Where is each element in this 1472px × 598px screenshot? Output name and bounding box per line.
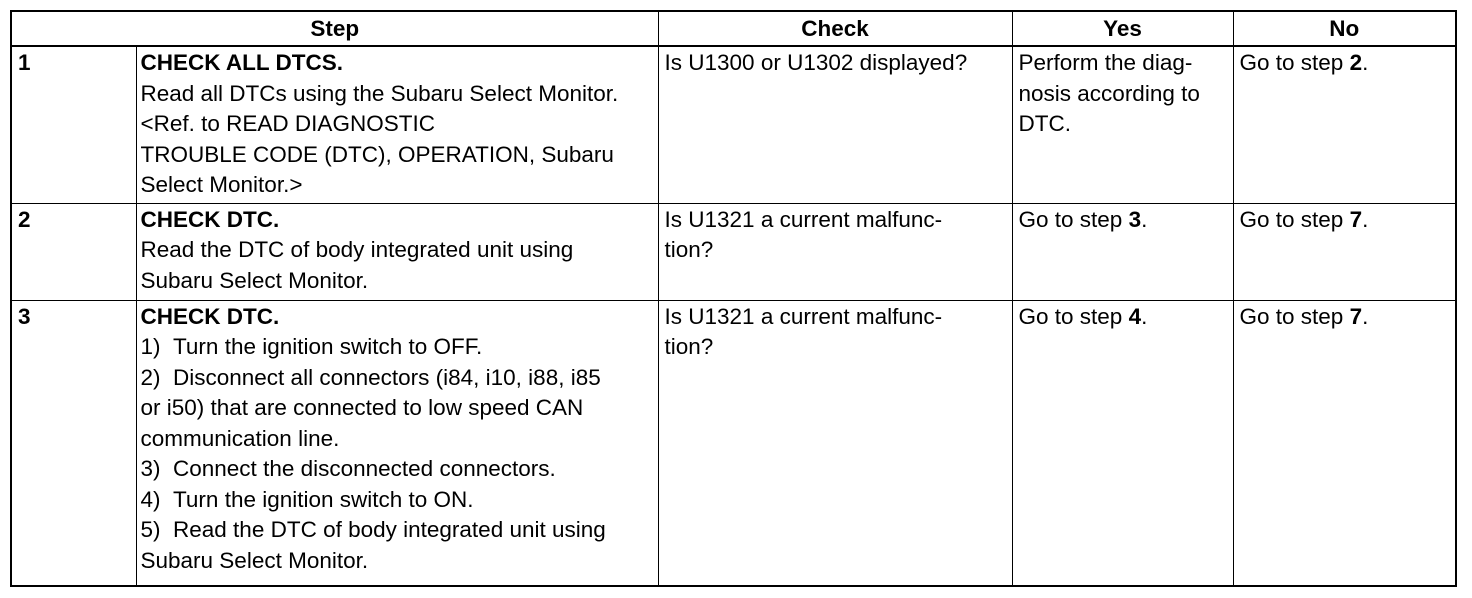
step-line: or i50) that are connected to low speed … bbox=[140, 395, 584, 420]
step-line: communication line. bbox=[140, 425, 340, 451]
check-line: Is U1321 a current malfunc- bbox=[664, 303, 943, 329]
no-step-ref: 7 bbox=[1349, 303, 1363, 329]
step-number: 2 bbox=[10, 202, 137, 301]
step-description: CHECK DTC. Read the DTC of body integrat… bbox=[135, 202, 659, 301]
check-line: tion? bbox=[664, 237, 714, 262]
no-suffix: . bbox=[1362, 50, 1369, 75]
header-check: Check bbox=[657, 10, 1013, 47]
step-title: CHECK DTC. bbox=[140, 303, 280, 329]
no-cell: Go to step 7. bbox=[1232, 202, 1457, 301]
yes-prefix: Go to step bbox=[1018, 303, 1129, 329]
step-line: 2) Disconnect all connectors (i84, i10, … bbox=[140, 364, 601, 390]
yes-prefix: Go to step bbox=[1018, 206, 1129, 232]
no-cell: Go to step 7. bbox=[1232, 299, 1457, 587]
yes-step-ref: 3 bbox=[1128, 206, 1142, 232]
header-step: Step bbox=[10, 10, 659, 47]
step-number: 3 bbox=[10, 299, 137, 587]
yes-suffix: . bbox=[1141, 206, 1148, 232]
no-prefix: Go to step bbox=[1239, 50, 1350, 75]
table-row: 2 CHECK DTC. Read the DTC of body integr… bbox=[10, 202, 1457, 301]
check-line: tion? bbox=[664, 334, 714, 359]
step-line: <Ref. to READ DIAGNOSTIC bbox=[140, 111, 435, 136]
step-line: Read all DTCs using the Subaru Select Mo… bbox=[140, 80, 619, 106]
check-line: Is U1300 or U1302 displayed? bbox=[664, 50, 968, 75]
yes-cell: Perform the diag- nosis according to DTC… bbox=[1011, 45, 1234, 204]
step-line: Subaru Select Monitor. bbox=[140, 547, 369, 573]
no-step-ref: 7 bbox=[1349, 206, 1363, 232]
no-suffix: . bbox=[1362, 303, 1369, 329]
step-line: 5) Read the DTC of body integrated unit … bbox=[140, 517, 606, 542]
header-yes: Yes bbox=[1011, 10, 1234, 47]
no-prefix: Go to step bbox=[1239, 206, 1350, 232]
yes-step-ref: 4 bbox=[1128, 303, 1142, 329]
step-line: Subaru Select Monitor. bbox=[140, 267, 369, 293]
check-cell: Is U1321 a current malfunc- tion? bbox=[657, 299, 1013, 587]
check-cell: Is U1300 or U1302 displayed? bbox=[657, 45, 1013, 204]
no-prefix: Go to step bbox=[1239, 303, 1350, 329]
yes-cell: Go to step 4. bbox=[1011, 299, 1234, 587]
table-row: 3 CHECK DTC. 1) Turn the ignition switch… bbox=[10, 299, 1457, 587]
yes-suffix: . bbox=[1141, 303, 1148, 329]
step-description: CHECK ALL DTCS. Read all DTCs using the … bbox=[135, 45, 659, 204]
header-row: Step Check Yes No bbox=[10, 10, 1457, 47]
step-description: CHECK DTC. 1) Turn the ignition switch t… bbox=[135, 299, 659, 587]
yes-line: Perform the diag- bbox=[1018, 50, 1193, 75]
step-number: 1 bbox=[10, 45, 137, 204]
yes-line: nosis according to bbox=[1018, 80, 1200, 106]
step-title: CHECK ALL DTCS. bbox=[140, 50, 344, 75]
step-line: 3) Connect the disconnected connectors. bbox=[140, 456, 556, 481]
no-cell: Go to step 2. bbox=[1232, 45, 1457, 204]
step-line: Read the DTC of body integrated unit usi… bbox=[140, 237, 574, 262]
check-line: Is U1321 a current malfunc- bbox=[664, 206, 943, 232]
step-line: Select Monitor.> bbox=[140, 172, 303, 197]
diagnostic-procedure-table: Step Check Yes No 1 CHECK ALL DTCS. Read… bbox=[10, 10, 1458, 587]
check-cell: Is U1321 a current malfunc- tion? bbox=[657, 202, 1013, 301]
yes-line: DTC. bbox=[1018, 111, 1072, 136]
step-title: CHECK DTC. bbox=[140, 206, 280, 232]
header-no: No bbox=[1232, 10, 1457, 47]
step-line: 4) Turn the ignition switch to ON. bbox=[140, 486, 474, 512]
no-suffix: . bbox=[1362, 206, 1369, 232]
no-step-ref: 2 bbox=[1349, 50, 1363, 75]
step-line: TROUBLE CODE (DTC), OPERATION, Subaru bbox=[140, 141, 614, 167]
yes-cell: Go to step 3. bbox=[1011, 202, 1234, 301]
table-row: 1 CHECK ALL DTCS. Read all DTCs using th… bbox=[10, 45, 1457, 204]
step-line: 1) Turn the ignition switch to OFF. bbox=[140, 334, 483, 359]
